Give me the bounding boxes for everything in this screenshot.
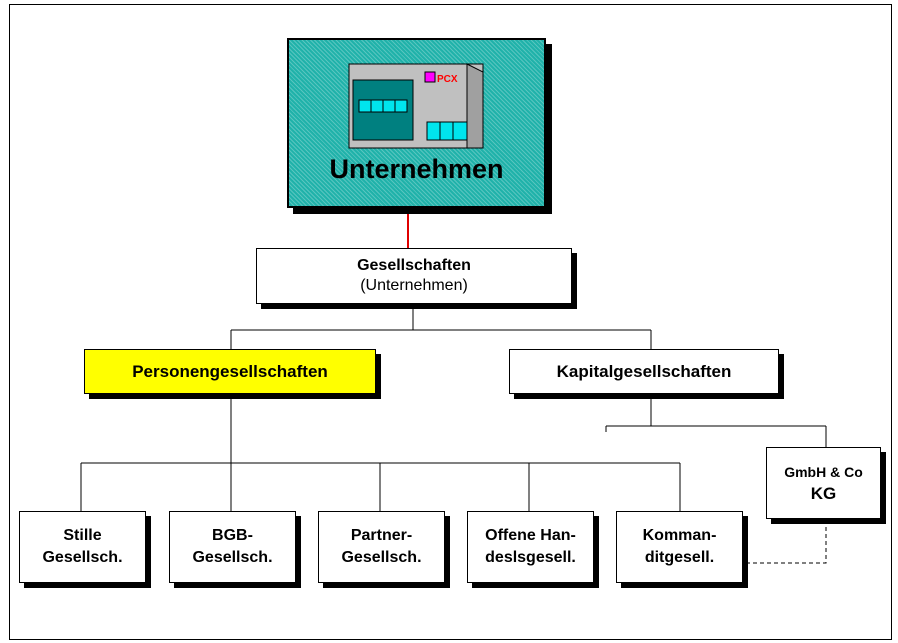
leaf-line2: Gesellsch. (341, 549, 422, 566)
gesellschaften-subtitle: (Unternehmen) (360, 277, 468, 294)
gesellschaften-title: Gesellschaften (357, 257, 471, 274)
leaf-line2: deslsgesell. (485, 549, 576, 566)
leaf-line1: Komman- (642, 527, 717, 544)
leaf-line1: BGB- (212, 527, 253, 544)
personengesellschaften-label: Personengesellschaften (132, 361, 328, 381)
unternehmen-label: Unternehmen (329, 153, 504, 184)
leaf-box-partner: Partner- Gesellsch. (318, 511, 445, 583)
leaf-box-kg: Komman- ditgesell. (616, 511, 743, 583)
gmbh-line1: GmbH & Co (784, 464, 863, 480)
leaf-line1: Offene Han- (485, 527, 576, 544)
gmbh-line2: KG (810, 484, 837, 503)
dashed-connector-kg (746, 519, 827, 564)
gesellschaften-box: Gesellschaften (Unternehmen) (256, 248, 572, 304)
leaf-line1: Stille (63, 527, 102, 544)
icon-text: PCX (437, 74, 458, 85)
leaf-line2: Gesellsch. (192, 549, 273, 566)
kapitalgesellschaften-box: Kapitalgesellschaften (509, 349, 779, 394)
leaf-line2: Gesellsch. (42, 549, 123, 566)
leaf-box-stille: Stille Gesellsch. (19, 511, 146, 583)
gmbh-co-kg-box: GmbH & Co KG (766, 447, 881, 519)
personengesellschaften-box: Personengesellschaften (84, 349, 376, 394)
kapitalgesellschaften-label: Kapitalgesellschaften (556, 361, 732, 381)
leaf-box-ohg: Offene Han- deslsgesell. (467, 511, 594, 583)
computer-icon: PCX (348, 62, 483, 148)
leaf-line2: ditgesell. (644, 549, 715, 566)
leaf-box-bgb: BGB- Gesellsch. (169, 511, 296, 583)
leaf-line1: Partner- (350, 527, 413, 544)
unternehmen-box: PCX Unternehmen (287, 38, 546, 208)
